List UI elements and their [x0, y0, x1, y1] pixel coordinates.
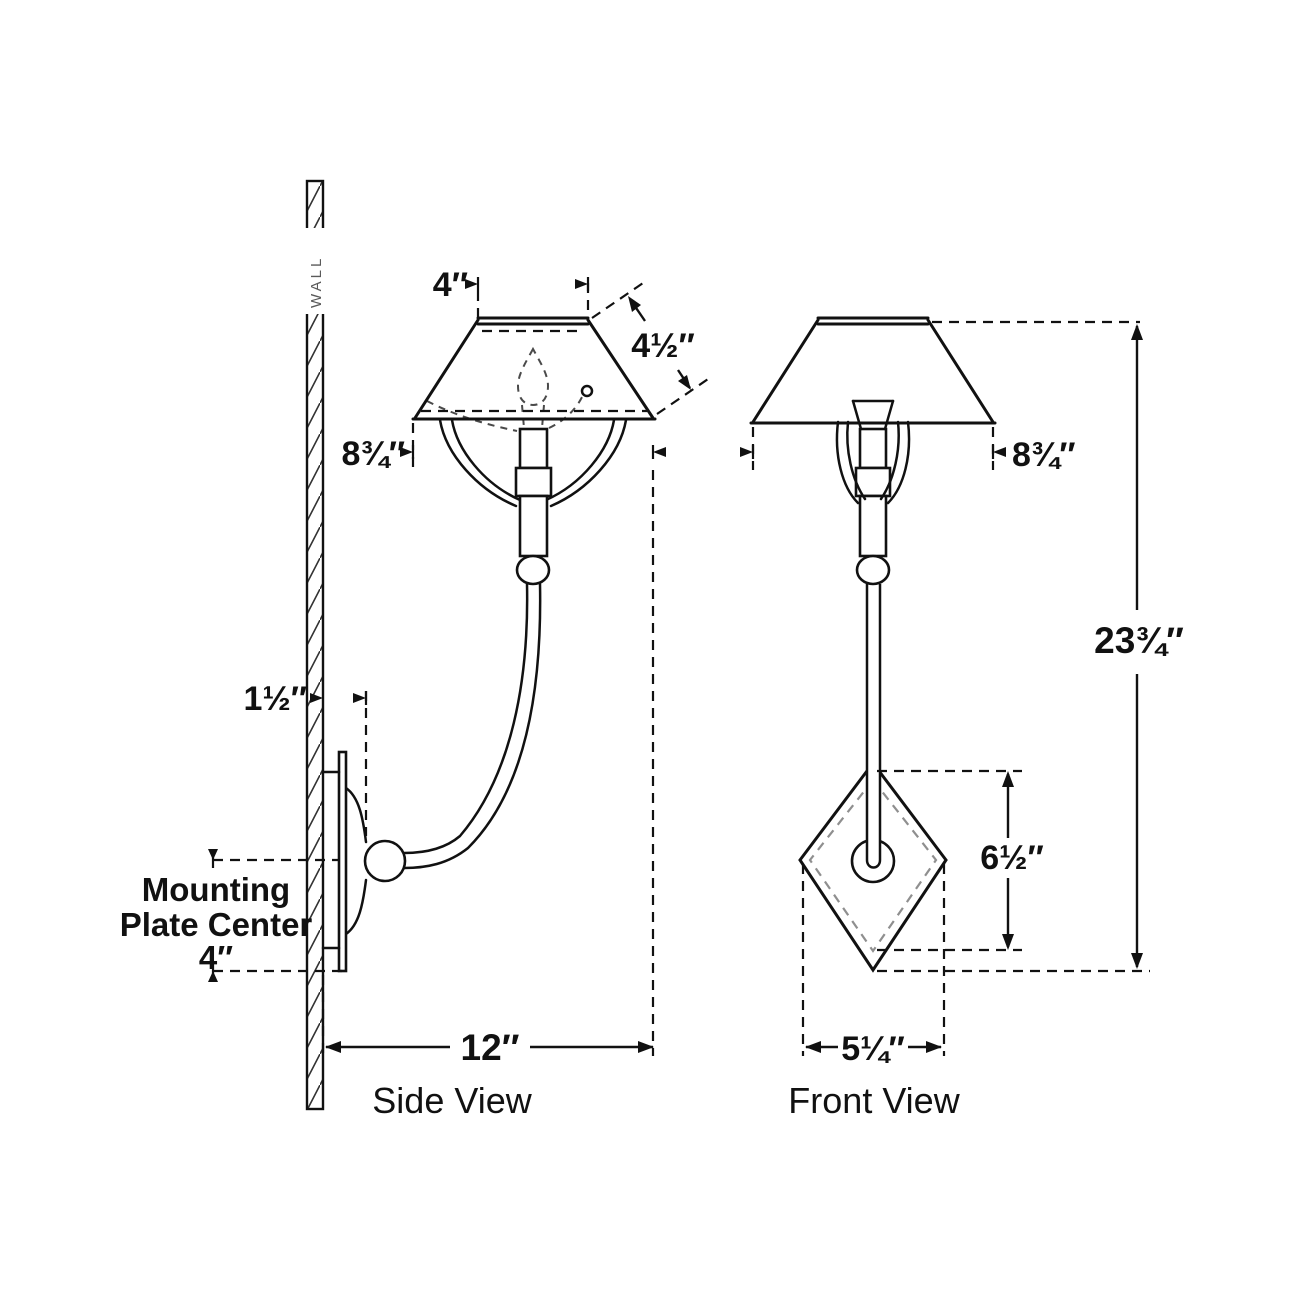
- dim-arrow: [208, 849, 218, 860]
- wall-hatch-strip: [305, 179, 325, 1111]
- diamond-backplate: [798, 760, 948, 973]
- shade-arm-left: [846, 420, 867, 501]
- dim-label-overall-height: 23¾″: [1094, 620, 1184, 661]
- dim-arrow: [208, 971, 218, 982]
- shade-left-slant: [751, 318, 820, 424]
- extension-line: [656, 376, 712, 415]
- cup-flare: [851, 399, 863, 431]
- swivel-ball: [363, 839, 407, 883]
- cup-flare: [883, 399, 895, 431]
- dim-label-shade-width: 8¾″: [1012, 436, 1076, 474]
- dim-label-shade-slant: 4½″: [631, 327, 695, 365]
- side-view-drawing: [321, 316, 657, 973]
- shade-right-slant: [586, 318, 655, 420]
- shade-arm-right: [886, 420, 911, 505]
- shade-arm-left: [438, 418, 518, 508]
- dim-label-projection: 12″: [461, 1027, 520, 1068]
- backplate-trumpet: [344, 878, 368, 936]
- candle-bulb-hidden: [516, 346, 550, 407]
- shade-arm-right: [544, 418, 616, 502]
- backplate-trumpet: [344, 786, 368, 844]
- dim-label-backplate-height: 6½″: [980, 839, 1044, 877]
- dim-arrow: [1131, 324, 1143, 340]
- dim-arrow: [1002, 771, 1014, 787]
- side-view-dimensions: 4″ 4½″ 8¾″ 1½″ Mounting Plate Center 4″: [120, 266, 712, 1121]
- dim-arrow: [465, 279, 478, 289]
- mounting-note-line1: Mounting: [142, 871, 290, 908]
- dim-arrow: [653, 447, 666, 457]
- front-view-drawing: [749, 316, 997, 973]
- dim-arrow: [310, 693, 323, 703]
- candle-body-hidden: [541, 404, 545, 429]
- dim-arrow: [1131, 953, 1143, 969]
- dim-arrow: [740, 447, 753, 457]
- dim-arrow: [993, 447, 1006, 457]
- shade-arm-hidden-right: [548, 394, 584, 429]
- dim-arrow: [926, 1041, 942, 1053]
- dim-label-shade-top: 4″: [433, 266, 468, 304]
- front-view-caption: Front View: [788, 1080, 960, 1121]
- dim-label-backplate-width: 5¼″: [841, 1030, 905, 1068]
- front-view-dimensions: 8¾″ 23¾″ 6½″ 5¼″ Front View: [740, 320, 1184, 1121]
- shade-right-slant: [926, 318, 995, 424]
- candle-cup: [858, 427, 888, 470]
- shade-arm-left: [450, 418, 522, 502]
- mounting-note-line2: Plate Center: [120, 906, 313, 943]
- dim-label-shade-width: 8¾″: [341, 435, 405, 473]
- shade-arm-left: [835, 420, 860, 505]
- dim-arrow: [805, 1041, 821, 1053]
- mounting-note-line3: 4″: [199, 939, 233, 976]
- socket-band: [514, 466, 553, 498]
- dim-label-backplate-offset: 1½″: [243, 680, 307, 718]
- stem-knob: [515, 554, 551, 586]
- wall-section: WALL: [304, 179, 326, 1111]
- curved-arm: [402, 582, 529, 855]
- shade-arm-right: [879, 420, 900, 501]
- dim-arrow: [353, 693, 366, 703]
- socket-body: [518, 494, 549, 558]
- shade-key-knob: [580, 384, 594, 398]
- dim-arrow: [638, 1041, 654, 1053]
- extension-line: [591, 280, 647, 319]
- dim-arrow: [678, 375, 691, 390]
- candle-body-hidden: [521, 404, 525, 429]
- dim-arrow: [628, 296, 641, 312]
- stem: [865, 584, 882, 869]
- curved-arm: [402, 582, 542, 870]
- dim-arrow: [400, 447, 413, 457]
- shade-arm-right: [549, 418, 628, 508]
- dim-arrow: [575, 279, 588, 289]
- socket-body: [858, 494, 888, 558]
- diamond-backplate-inner: [808, 778, 938, 953]
- candle-cup: [518, 427, 549, 470]
- shade-left-slant: [413, 318, 480, 420]
- mounting-plate: [337, 750, 348, 973]
- side-view-caption: Side View: [372, 1080, 532, 1121]
- wall-label: WALL: [308, 256, 325, 308]
- dim-arrow: [325, 1041, 341, 1053]
- wall-label-backing: [304, 228, 326, 314]
- stem-knob: [855, 554, 891, 586]
- dim-arrow: [1002, 934, 1014, 950]
